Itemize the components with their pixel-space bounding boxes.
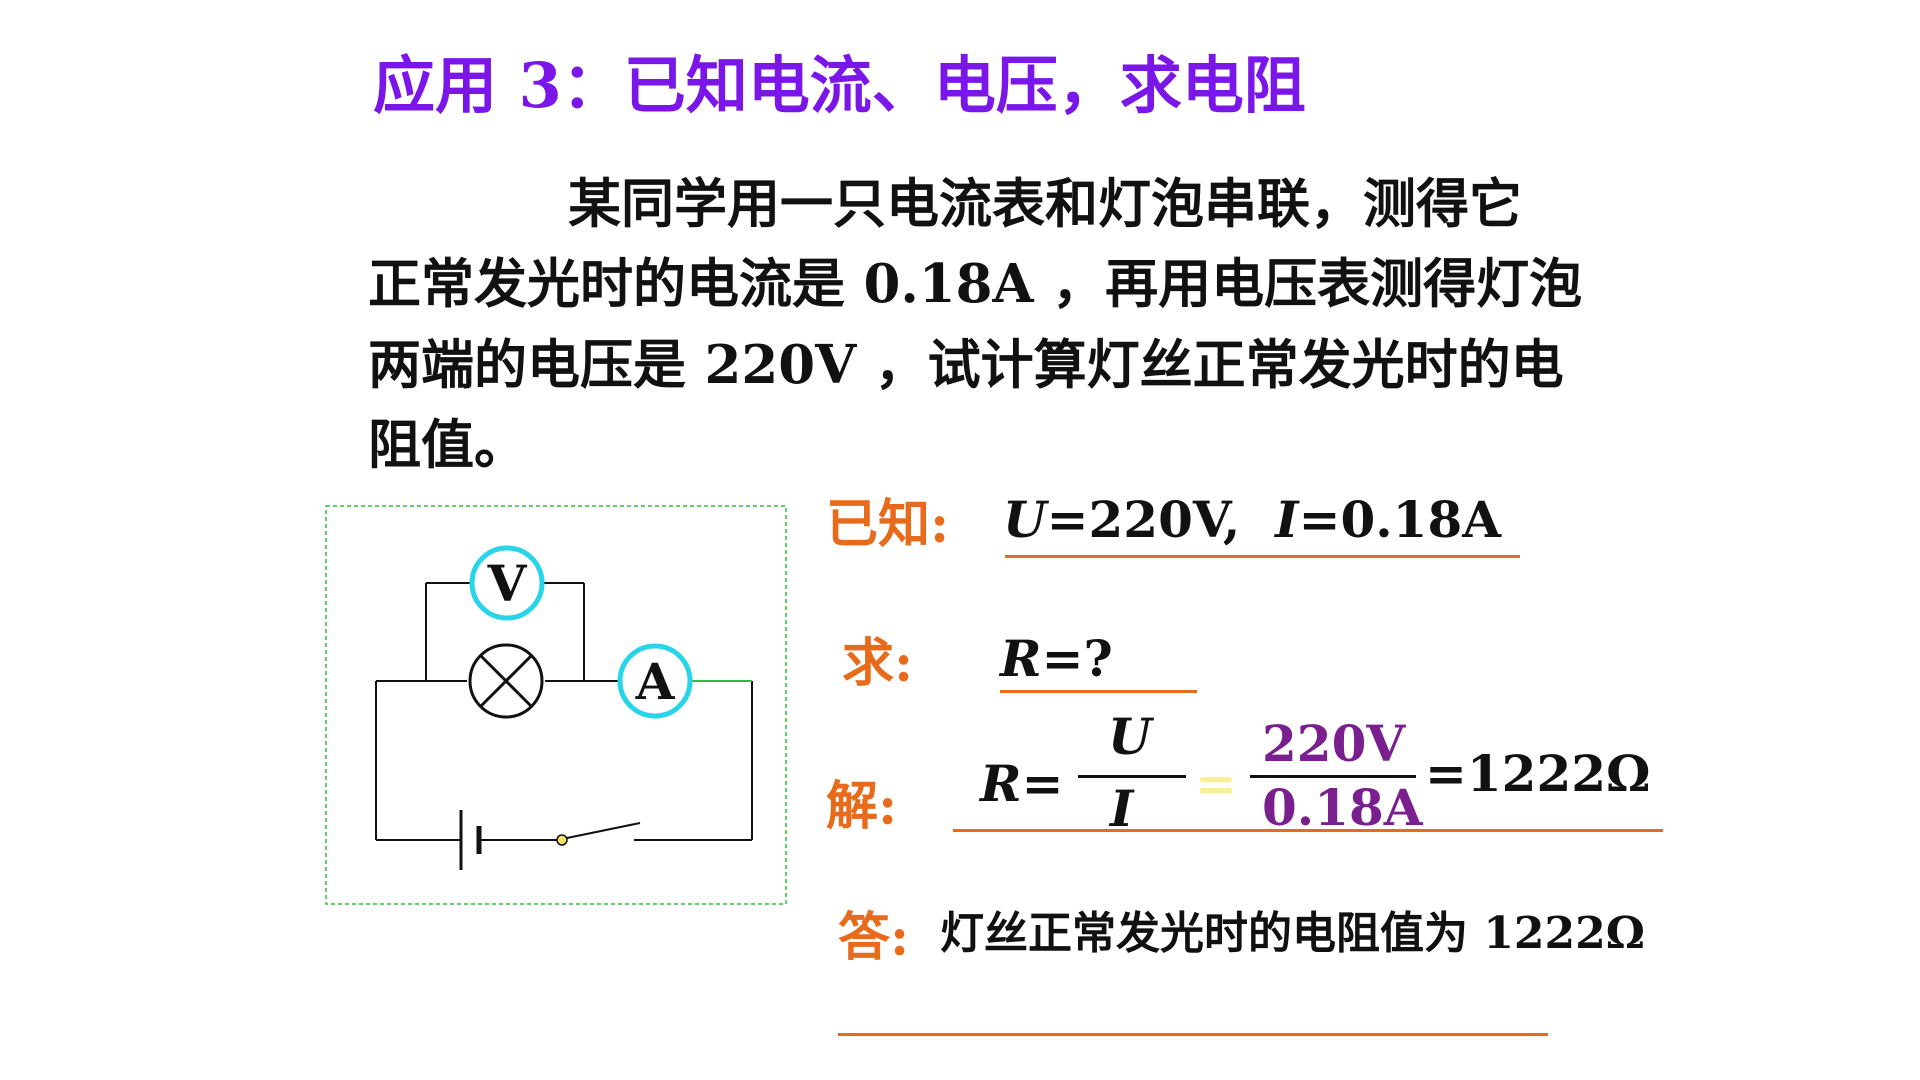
problem-line-3: 两端的电压是 220V ，试计算灯丝正常发光时的电 bbox=[368, 334, 1564, 396]
circuit-diagram: V A bbox=[325, 505, 787, 905]
fraction-denominator-symbol: I bbox=[1110, 779, 1134, 838]
fraction-numerator-value: 220V bbox=[1262, 714, 1406, 773]
fraction-denominator-value: 0.18A bbox=[1262, 778, 1423, 837]
known-label: 已知: bbox=[826, 494, 950, 555]
ammeter-icon: A bbox=[617, 643, 693, 719]
voltage-symbol: U bbox=[1003, 490, 1047, 549]
fraction-bar bbox=[1078, 775, 1186, 778]
circuit-wires bbox=[375, 582, 753, 841]
switch-icon bbox=[556, 822, 641, 846]
battery-icon bbox=[459, 810, 482, 870]
problem-line-2: 正常发光时的电流是 0.18A ，再用电压表测得灯泡 bbox=[368, 253, 1583, 315]
solution-equals: = bbox=[1021, 754, 1064, 813]
solution-formula-lhs: R= bbox=[980, 752, 1063, 816]
solution-equals-2: = bbox=[1195, 754, 1237, 813]
answer-label: 答: bbox=[838, 907, 910, 968]
find-label: 求: bbox=[842, 633, 914, 694]
solution-label: 解: bbox=[826, 776, 898, 837]
slide-title: 应用 3：已知电流、电压，求电阻 bbox=[373, 49, 1306, 122]
answer-underline bbox=[838, 1033, 1548, 1036]
known-underline bbox=[1005, 555, 1520, 558]
find-underline bbox=[1000, 690, 1197, 693]
fraction-bar-values bbox=[1250, 775, 1416, 778]
lamp-icon bbox=[468, 643, 544, 719]
answer-text: 灯丝正常发光时的电阻值为 1222Ω bbox=[940, 908, 1645, 959]
solution-underline bbox=[953, 829, 1663, 832]
current-symbol: I bbox=[1275, 490, 1299, 549]
current-value: =0.18A bbox=[1298, 490, 1502, 549]
known-values: U=220V, I=0.18A bbox=[1003, 488, 1501, 552]
voltmeter-label: V bbox=[487, 554, 528, 613]
diagram-frame bbox=[325, 505, 787, 905]
ammeter-label: A bbox=[635, 652, 676, 711]
find-values: R=? bbox=[1000, 627, 1113, 691]
find-value: =? bbox=[1041, 629, 1113, 688]
solution-resistance-symbol: R bbox=[980, 754, 1022, 813]
voltage-value: =220V, bbox=[1046, 490, 1241, 549]
voltmeter-icon: V bbox=[469, 545, 545, 621]
fraction-numerator-symbol: U bbox=[1108, 707, 1152, 766]
resistance-symbol: R bbox=[1000, 629, 1042, 688]
problem-line-1: 某同学用一只电流表和灯泡串联，测得它 bbox=[568, 173, 1522, 235]
problem-line-4: 阻值。 bbox=[368, 414, 527, 476]
solution-result: =1222Ω bbox=[1425, 744, 1651, 803]
